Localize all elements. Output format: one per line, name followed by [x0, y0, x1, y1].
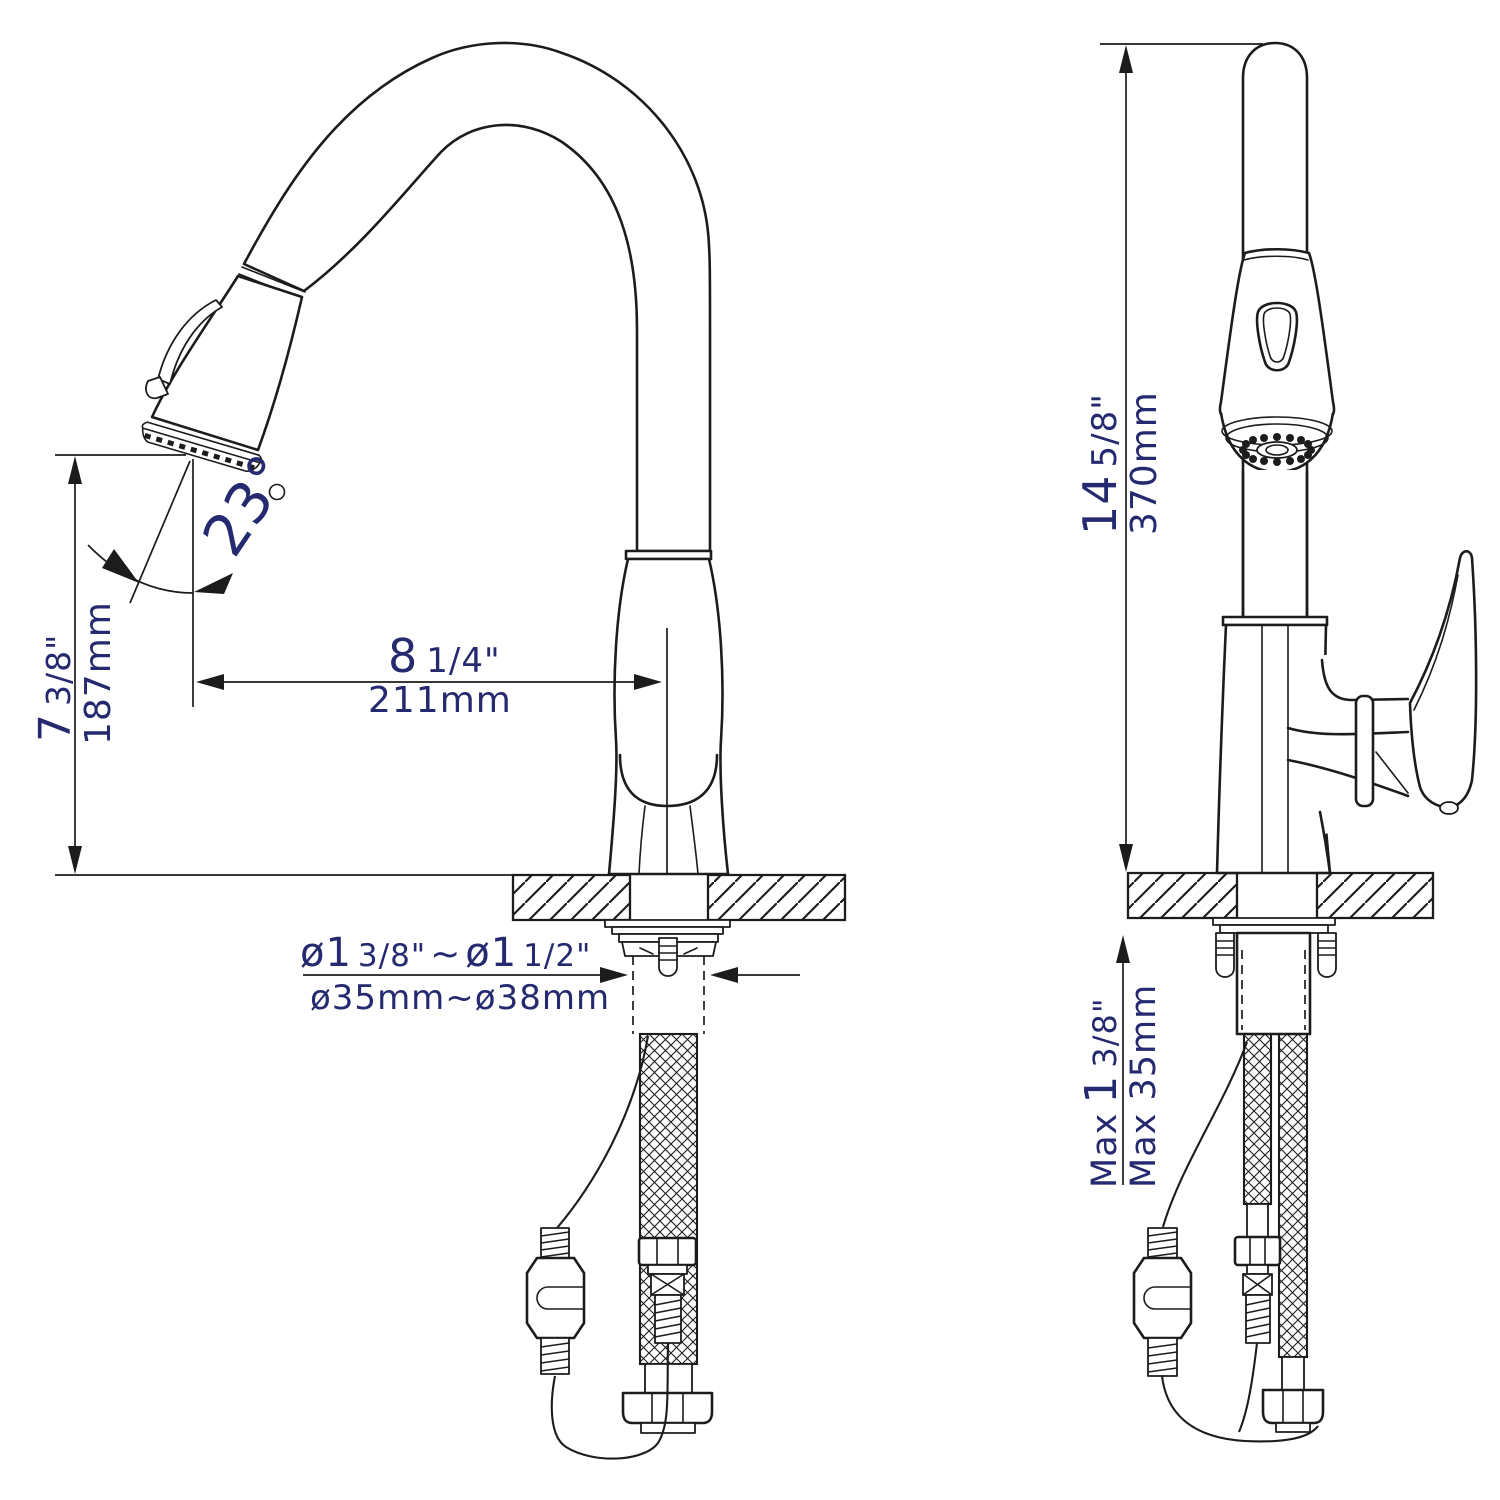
spout-height-metric: 187mm [78, 601, 119, 745]
dim-overall-height: 145/8" 370mm [1073, 43, 1263, 872]
spray-face [141, 421, 263, 472]
hose-end-nut-side [1261, 1388, 1325, 1425]
mounting-hole-metric: ø35mm~ø38mm [310, 978, 610, 1018]
gooseneck-spout [242, 41, 712, 553]
nozzle-ring [1239, 433, 1315, 466]
front-view: 73/8" 187mm 23° 81/4" 211mm [30, 41, 847, 1460]
handle-blade [1408, 549, 1478, 809]
max-deck-metric: Max 35mm [1124, 984, 1164, 1188]
sprayer-hose-nut [1233, 1235, 1282, 1267]
overall-height-imperial: 145/8" [1073, 393, 1127, 535]
hose-weight-side [1132, 1227, 1193, 1377]
spray-button [157, 299, 223, 385]
hose-hex-nut [637, 1236, 698, 1267]
dim-spout-height: 73/8" 187mm [30, 454, 513, 876]
side-view: 145/8" 370mm Max13/8" Max 35mm [1073, 41, 1478, 1443]
spout-height-imperial: 73/8" [30, 634, 81, 742]
hose-weight [525, 1227, 586, 1375]
spray-head [141, 274, 304, 472]
hose-cable-side-2 [1238, 1342, 1259, 1433]
handle-escutcheon [1354, 694, 1375, 808]
mounting-bolt [658, 937, 678, 977]
mounting-hardware [604, 919, 731, 1034]
hose-cable-loop-side [1160, 1375, 1319, 1443]
hose-cable-loop [550, 1342, 670, 1460]
mounting-hardware-side [1212, 917, 1337, 1036]
overall-height-metric: 370mm [1124, 391, 1165, 535]
spray-face-side [1219, 412, 1335, 474]
handle-lever [1354, 549, 1478, 815]
faucet-body [607, 549, 730, 876]
nozzle-dots [144, 433, 255, 471]
spout-reach-metric: 211mm [368, 680, 512, 721]
faucet-body-side [1215, 615, 1410, 875]
spray-button-foot [145, 376, 169, 400]
spray-button-side [1255, 301, 1299, 372]
spray-angle-value: 23° [189, 442, 305, 568]
supply-hoses-side [1233, 1032, 1325, 1433]
hose-cable-side [1161, 1041, 1248, 1228]
detail-ring [268, 483, 286, 501]
countertop [511, 873, 847, 922]
max-deck-imperial: Max13/8" [1076, 997, 1127, 1188]
dim-max-deck-thickness: Max13/8" Max 35mm [1076, 935, 1164, 1188]
spray-head-side [1218, 247, 1336, 619]
hose-cable [556, 1035, 650, 1229]
handle-ball [1439, 801, 1459, 815]
countertop-side [1126, 871, 1435, 920]
dim-spray-angle: 23° [87, 442, 305, 707]
spout-arm [1286, 658, 1410, 875]
